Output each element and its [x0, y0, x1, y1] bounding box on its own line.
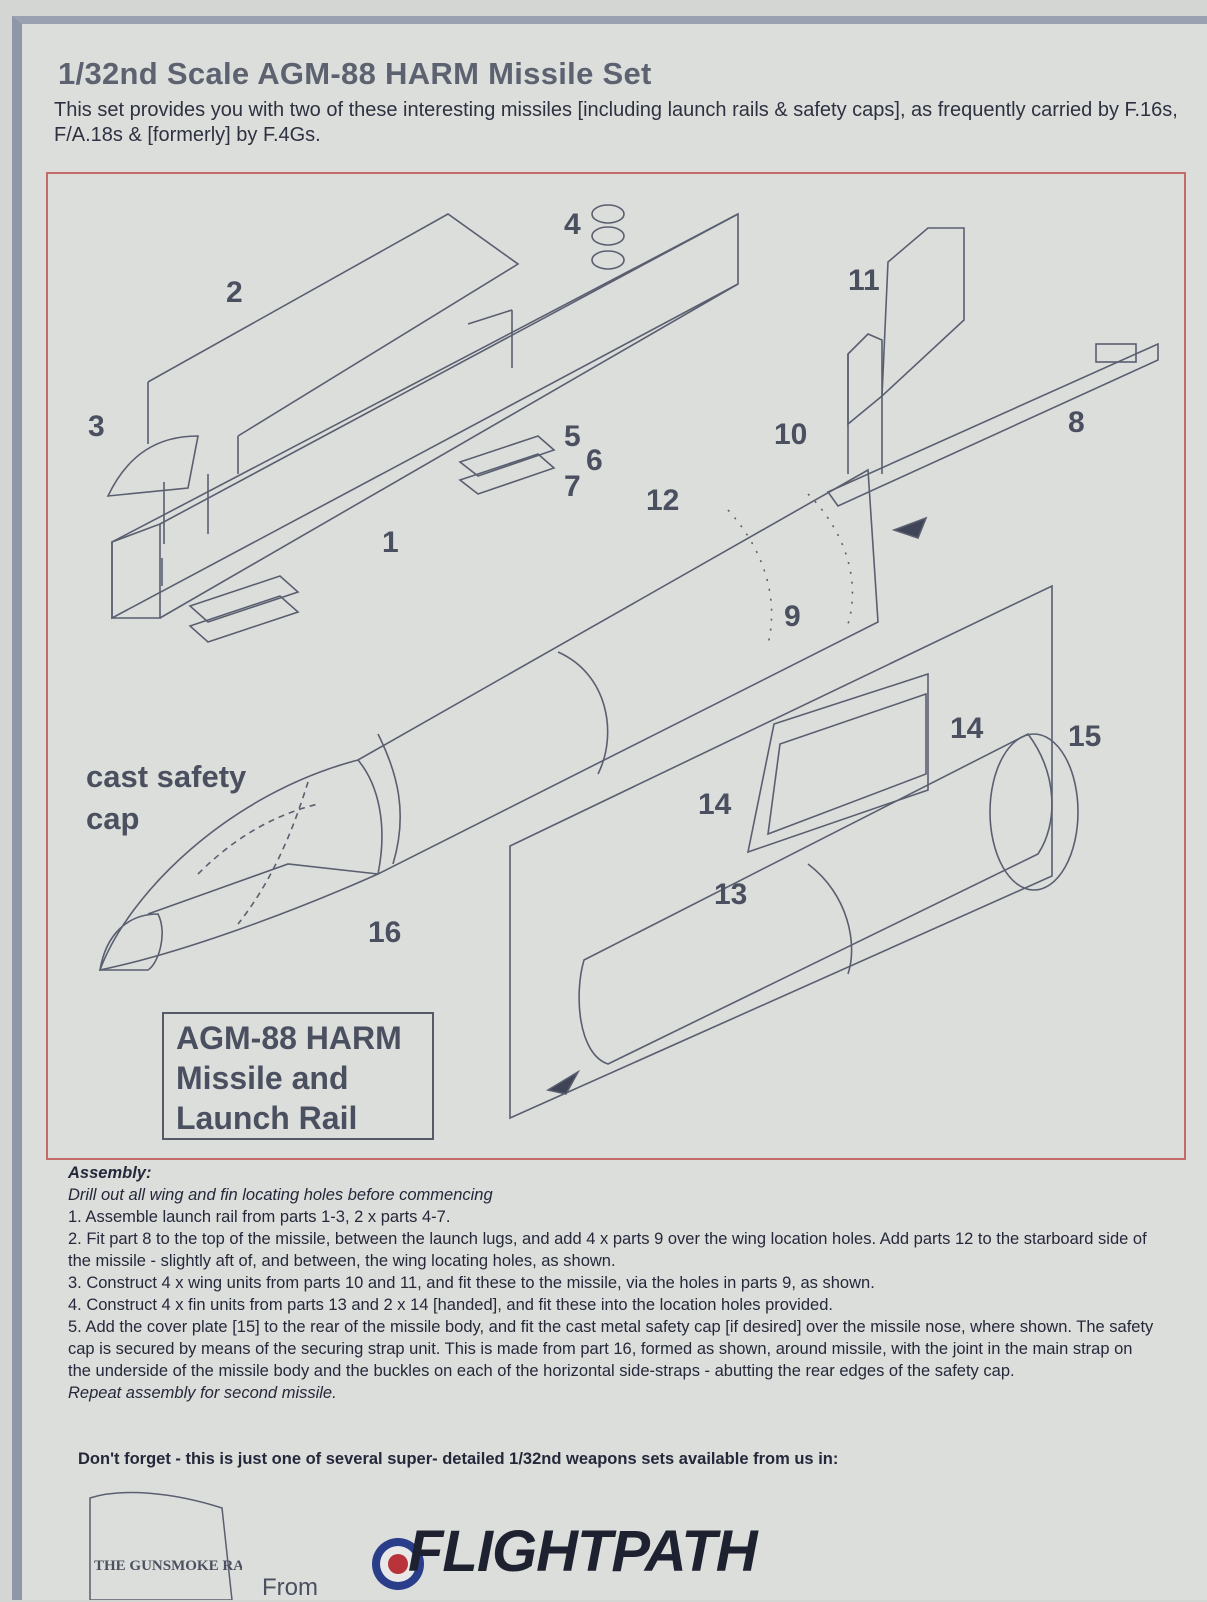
part-label-1: 1 — [382, 526, 399, 559]
flightpath-roundel-icon — [372, 1538, 424, 1590]
part-label-3: 3 — [88, 410, 105, 443]
page-title: 1/32nd Scale AGM-88 HARM Missile Set — [58, 56, 652, 91]
part-label-11: 11 — [848, 264, 880, 297]
assembly-step-4: 4. Construct 4 x fin units from parts 13… — [68, 1296, 833, 1314]
assembly-step-2: 2. Fit part 8 to the top of the missile,… — [68, 1230, 1147, 1270]
assembly-step-5: 5. Add the cover plate [15] to the rear … — [68, 1318, 1154, 1380]
part-label-14b: 14 — [698, 788, 732, 821]
from-label: From — [262, 1574, 318, 1601]
product-name-line-2: Missile and — [176, 1060, 349, 1096]
fins-and-cover-drawing — [509, 516, 1079, 1120]
assembly-heading: Assembly: — [68, 1164, 152, 1182]
part-label-5: 5 — [564, 420, 581, 453]
launch-rail-drawing — [106, 212, 739, 643]
part-labels: 1 2 3 4 5 6 7 8 9 10 11 12 13 14 14 15 1… — [88, 208, 1101, 949]
part-label-15: 15 — [1068, 720, 1101, 753]
gunsmoke-logo-text: THE GUNSMOKE RANGE — [94, 1558, 242, 1574]
assembly-step-1: 1. Assemble launch rail from parts 1-3, … — [68, 1208, 451, 1226]
part-label-16: 16 — [368, 916, 401, 949]
instruction-sheet — [12, 16, 1207, 1600]
assembly-instructions: Assembly: Drill out all wing and fin loc… — [68, 1162, 1158, 1404]
part-label-14a: 14 — [950, 712, 984, 745]
intro-text: This set provides you with two of these … — [54, 99, 1178, 146]
missile-body-drawing — [98, 342, 1159, 972]
wing-drawing — [847, 227, 965, 474]
part-label-8: 8 — [1068, 406, 1085, 439]
flightpath-logo-text: FLIGHTPATH — [408, 1519, 758, 1584]
gunsmoke-range-logo: THE GUNSMOKE RANGE — [89, 1491, 242, 1600]
product-name-line-1: AGM-88 HARM — [176, 1020, 402, 1056]
part-4-washers — [591, 204, 625, 270]
part-label-10: 10 — [774, 418, 807, 451]
part-label-9: 9 — [784, 600, 801, 633]
assembly-note: Drill out all wing and fin locating hole… — [68, 1186, 493, 1204]
reminder-text: Don't forget - this is just one of sever… — [78, 1450, 839, 1468]
product-name-box: AGM-88 HARM Missile and Launch Rail — [162, 1012, 434, 1140]
part-label-6: 6 — [586, 444, 603, 477]
assembly-closing: Repeat assembly for second missile. — [68, 1384, 337, 1402]
exploded-view-drawing: 1 2 3 4 5 6 7 8 9 10 11 12 13 14 14 15 1… — [88, 204, 1159, 1120]
part-label-4: 4 — [564, 208, 581, 241]
part-label-2: 2 — [226, 276, 243, 309]
product-name-line-3: Launch Rail — [176, 1100, 358, 1136]
assembly-step-3: 3. Construct 4 x wing units from parts 1… — [68, 1274, 875, 1292]
part-label-13: 13 — [714, 878, 747, 911]
part-label-7: 7 — [564, 470, 581, 503]
safety-cap-label: cast safety cap — [86, 759, 247, 836]
part-label-12: 12 — [646, 484, 679, 517]
assembly-diagram: 1 2 3 4 5 6 7 8 9 10 11 12 13 14 14 15 1… — [46, 172, 1186, 1160]
